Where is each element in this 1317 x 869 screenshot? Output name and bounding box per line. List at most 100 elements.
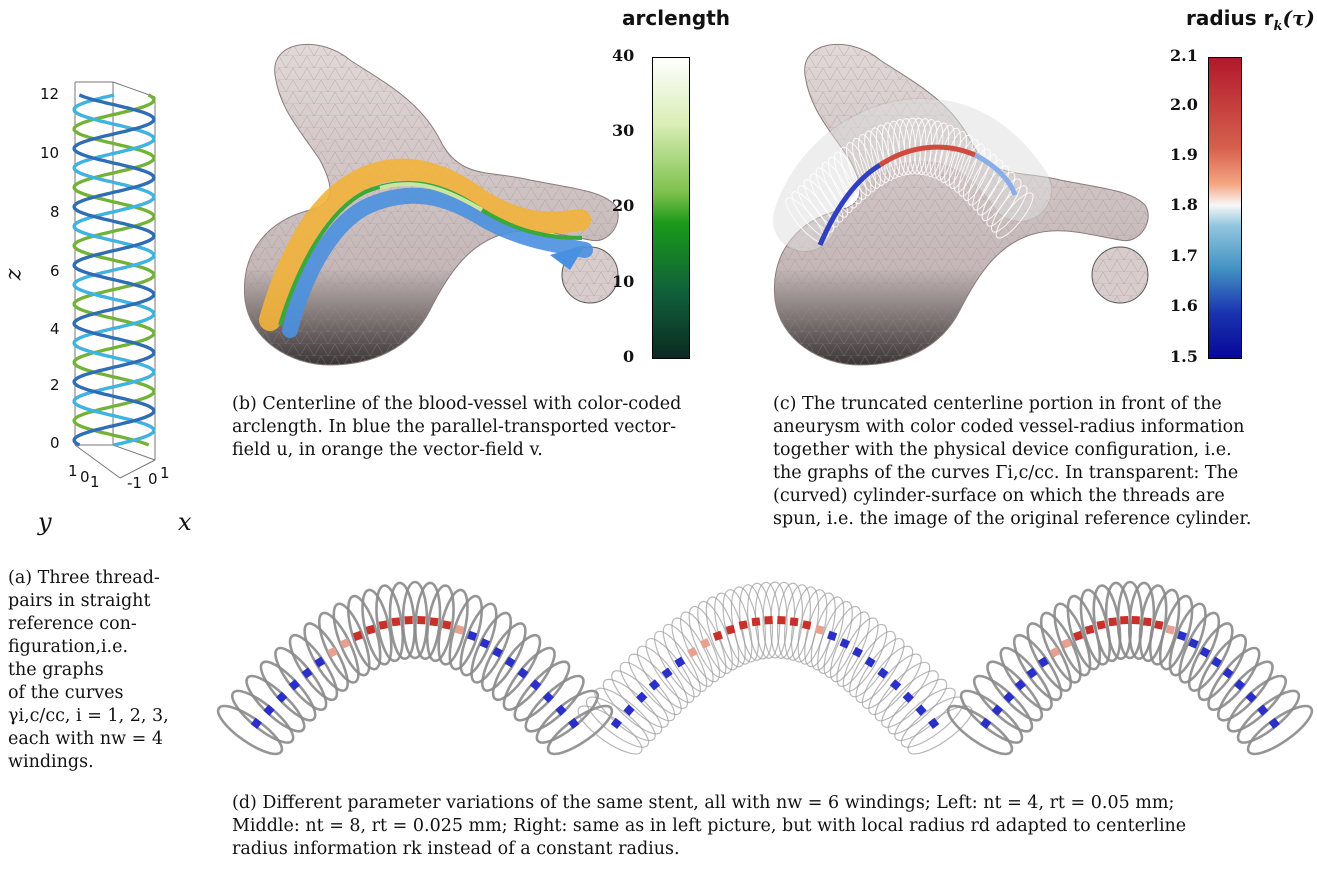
stent-centerline-segment	[301, 667, 313, 679]
stent-loop	[939, 127, 961, 184]
helix-threads	[72, 93, 156, 447]
stent-centerline-segment	[492, 646, 503, 658]
stent-centerline-segment	[1072, 630, 1084, 641]
stent-loop	[1053, 602, 1092, 677]
stent-centerline-segment	[1131, 616, 1140, 625]
stent-centerline-segment	[1096, 620, 1106, 630]
stent-loop	[388, 581, 416, 661]
stent-loop	[840, 146, 867, 200]
stent-middle	[577, 581, 973, 755]
stent-centerline-segment	[1211, 656, 1223, 668]
stent-loop	[1236, 689, 1301, 744]
stent-centerline-segment	[827, 630, 838, 641]
caption-d-line: (d) Different parameter variations of th…	[232, 793, 1175, 813]
z-tick-4: 4	[50, 320, 60, 338]
stent-centerline-segment	[610, 717, 622, 729]
stent-centerline-segment	[429, 617, 439, 627]
caption-b-line: arclength. In blue the parallel-transpor…	[232, 417, 677, 437]
vessel-stent-render	[773, 43, 1149, 366]
stent-centerline-segment	[814, 624, 825, 635]
stent-centerline-segment	[1049, 646, 1061, 658]
caption-b-line: field u, in orange the vector-field v.	[232, 440, 543, 460]
caption-a-line: windings.	[8, 752, 94, 772]
stent-centerline-segment	[314, 656, 326, 668]
stent-loop	[959, 689, 1024, 744]
stent-loop	[594, 687, 656, 742]
caption-c-line: spun, i.e. the image of the original ref…	[773, 509, 1252, 529]
stent-loop	[852, 137, 877, 193]
stent-loop	[821, 161, 853, 213]
stent-centerline-segment	[1026, 667, 1038, 679]
caption-d-line: radius information rk instead of a const…	[232, 839, 680, 859]
x-tick-minus1: -1	[127, 474, 142, 492]
radius-centerline-blue	[817, 162, 882, 246]
caption-a-line: γi,c/cc, i = 1, 2, 3,	[8, 706, 169, 726]
stent-centerline-segment	[852, 646, 863, 658]
stent-centerline-segment	[1154, 620, 1164, 630]
stent-loop	[875, 124, 896, 181]
stent-loop	[332, 602, 371, 677]
stent-loop	[437, 588, 469, 666]
colorbar-c-tick-1-7: 1.7	[1170, 246, 1198, 265]
stent-centerline-segment	[378, 620, 388, 630]
stent-loop	[722, 589, 753, 665]
stent-loop	[803, 179, 839, 228]
colorbar-b-tick-40: 40	[612, 46, 635, 65]
stent-loop	[946, 704, 1014, 756]
helix-thread	[72, 93, 156, 447]
y-tick-0: 0	[80, 468, 90, 486]
stent-loop	[791, 191, 830, 238]
stent-loop	[459, 602, 498, 677]
stent-loop	[815, 167, 848, 218]
stent-centerline-segment	[623, 704, 635, 716]
stent-loop	[636, 645, 689, 709]
stent-centerline-segment	[777, 616, 786, 625]
stent-loop	[1158, 594, 1194, 671]
colorbar-c-title: radius rk(τ)	[1186, 6, 1315, 34]
stent-centerline-segment	[352, 630, 363, 641]
stent-loop	[401, 580, 429, 660]
stent-centerline-segment	[327, 646, 338, 658]
stent-loop	[1226, 674, 1288, 733]
stent-loop	[274, 646, 328, 711]
stent-loop	[361, 588, 393, 666]
stent-centerline-segment	[276, 691, 288, 703]
stent-loop	[470, 611, 513, 684]
stent-centerline-segment	[751, 617, 761, 627]
stent-loop	[864, 130, 886, 186]
stent-centerline-segment	[263, 704, 275, 716]
stent-loop	[1168, 602, 1207, 677]
stent-loop	[1039, 611, 1082, 684]
z-tick-6: 6	[50, 262, 60, 280]
stent-loop	[846, 142, 872, 197]
stent-centerline-segment	[339, 638, 351, 649]
stent-loop	[797, 185, 834, 233]
caption-b-line: (b) Centerline of the blood-vessel with …	[232, 394, 682, 414]
stent-centerline-segment	[1257, 704, 1269, 716]
stent-loop	[962, 148, 992, 201]
stent-centerline-segment	[915, 704, 927, 716]
z-tick-0: 0	[50, 434, 60, 452]
helix-thread	[72, 93, 156, 447]
vessel-centerline-render	[243, 43, 619, 366]
caption-a-line: of the curves	[8, 683, 124, 703]
stent-loop	[967, 153, 998, 206]
stent-left	[216, 580, 614, 756]
caption-d: (d) Different parameter variations of th…	[232, 792, 1300, 861]
stent-centerline-segment	[288, 679, 301, 691]
stent-loop	[762, 581, 788, 659]
z-tick-8: 8	[50, 203, 60, 221]
stent-loop	[887, 678, 948, 735]
stent-centerline-segment	[467, 630, 478, 641]
z-tick-2: 2	[50, 376, 60, 394]
stent-centerline-segment	[1084, 624, 1095, 635]
stent-loop	[868, 653, 922, 716]
stent-loop	[948, 134, 973, 190]
colorbar-c-tick-1-8: 1.8	[1170, 195, 1198, 214]
stent-centerline-segment	[789, 617, 799, 627]
stent-centerline-segment	[1014, 679, 1027, 691]
stent-loop	[995, 192, 1034, 239]
stent-loop	[1187, 622, 1234, 692]
stent-centerline-segment	[365, 624, 376, 635]
stent-centerline-segment	[1061, 638, 1072, 649]
